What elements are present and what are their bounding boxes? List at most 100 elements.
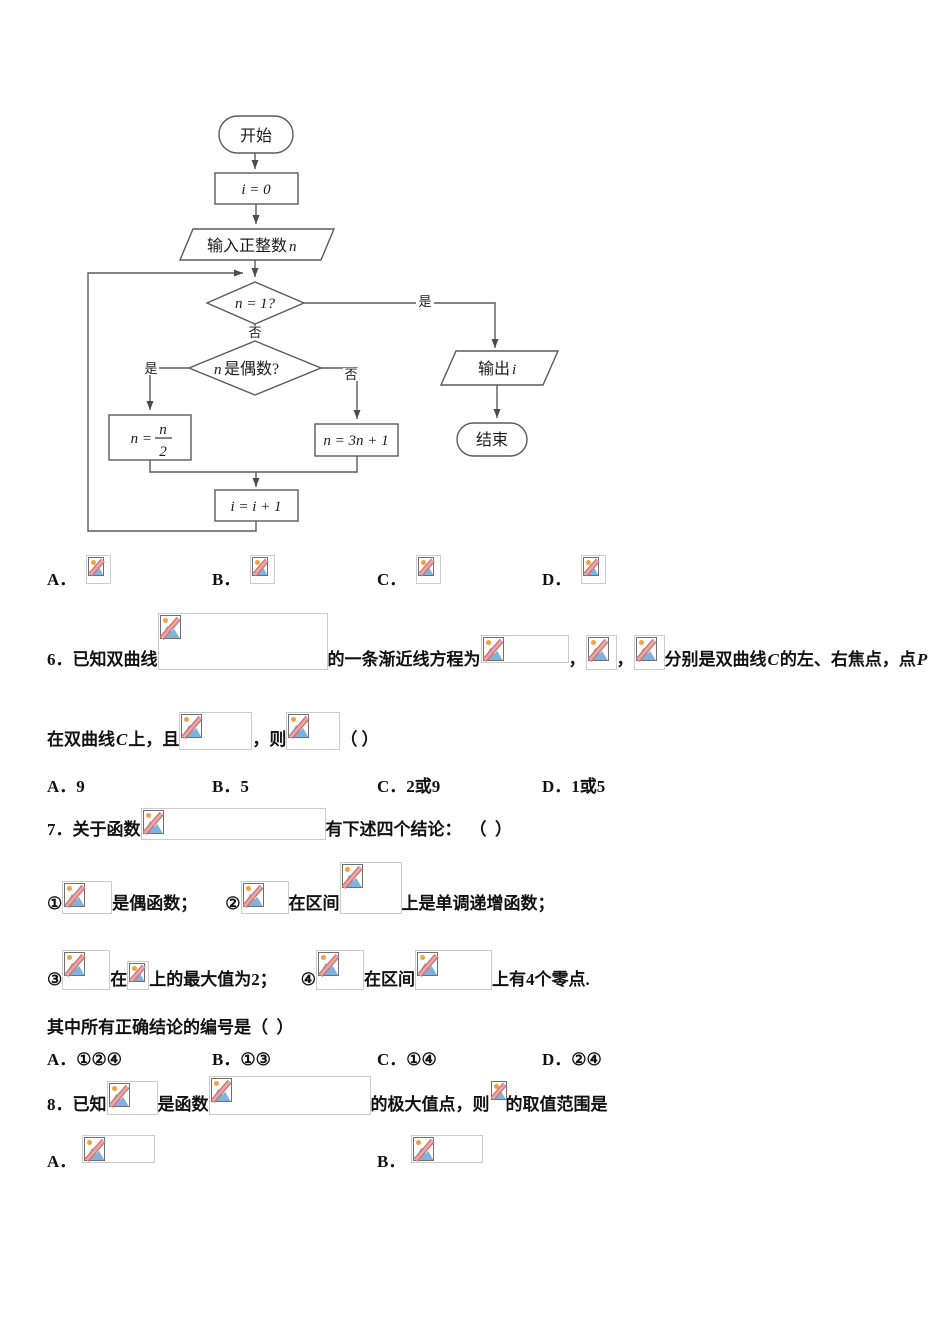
- question-text: 已知双曲线: [72, 649, 158, 669]
- missing-image-placeholder: [316, 950, 364, 990]
- question-7-line-1: 7．关于函数 有下述四个结论： （ ）: [47, 806, 512, 840]
- question-6-options-row: A．9 B．5 C．2或9 D．1或5: [47, 771, 605, 797]
- output-var: i: [512, 362, 516, 378]
- missing-image-placeholder: [415, 950, 492, 990]
- option-d: D．②④: [542, 1049, 602, 1070]
- broken-image-icon: [210, 1078, 232, 1103]
- option-value: 2或9: [406, 776, 441, 796]
- missing-image-placeholder: [140, 808, 326, 840]
- start-terminator: [218, 115, 294, 154]
- question-text: ，则: [252, 729, 287, 749]
- option-value: 1或5: [571, 776, 606, 796]
- math-var-C: C: [116, 729, 128, 749]
- input-parallelogram: [178, 228, 336, 261]
- broken-image-icon: [490, 1081, 507, 1101]
- output-parallelogram: [439, 350, 560, 386]
- start-label: 开始: [240, 127, 272, 145]
- missing-image-placeholder: [157, 613, 328, 670]
- item-1-marker: ①: [47, 893, 63, 913]
- broken-image-icon: [242, 883, 264, 908]
- half-process-box: [108, 414, 192, 461]
- input-label: 输入正整数: [207, 237, 287, 255]
- broken-image-icon: [341, 864, 363, 889]
- option-value: ①②④: [76, 1049, 123, 1069]
- sun-icon: [87, 1140, 93, 1145]
- item-4-text: 在区间: [364, 969, 415, 989]
- sun-icon: [420, 955, 425, 960]
- input-var: n: [289, 239, 297, 255]
- missing-image-placeholder: [250, 555, 276, 584]
- option-d: D．1或5: [542, 776, 605, 797]
- increment-process-box: [214, 489, 299, 522]
- item-1-text: 是偶函数；: [112, 893, 198, 913]
- cond1-no-label: 否: [248, 325, 261, 340]
- sun-icon: [416, 1140, 422, 1145]
- broken-image-icon: [142, 810, 164, 835]
- init-process-box: [214, 172, 299, 205]
- q5-options-row: A． B． C． D．: [47, 555, 607, 590]
- question-8-options-row: A． B．: [47, 1135, 484, 1172]
- option-label: B．: [377, 1151, 406, 1171]
- item-3-text: 在: [110, 969, 128, 989]
- broken-image-icon: [181, 714, 203, 739]
- yes-branch-line: [304, 302, 499, 348]
- option-b: B．: [377, 1135, 484, 1172]
- triple-process-box: [314, 423, 399, 457]
- cond2-var: n: [214, 362, 222, 378]
- math-var-P: P: [916, 649, 928, 669]
- sun-icon: [493, 1084, 499, 1089]
- broken-image-icon: [64, 883, 86, 908]
- question-7-conclusion: 其中所有正确结论的编号是（ ）: [47, 1012, 294, 1038]
- broken-image-icon: [413, 1137, 435, 1162]
- half-lhs: n =: [131, 431, 152, 447]
- missing-image-placeholder: [179, 712, 253, 750]
- item-3-text: 上的最大值为2；: [149, 969, 277, 989]
- option-label: A．: [47, 1151, 77, 1171]
- sun-icon: [344, 867, 350, 872]
- sun-icon: [321, 955, 326, 960]
- answer-parentheses: （ ）: [469, 819, 513, 839]
- sun-icon: [590, 640, 596, 645]
- option-label: D．: [542, 1049, 572, 1069]
- sun-icon: [213, 1081, 219, 1086]
- broken-image-icon: [482, 637, 504, 662]
- sun-icon: [255, 560, 261, 565]
- option-label: A．: [47, 776, 77, 796]
- question-text: 已知: [72, 1094, 107, 1114]
- sun-icon: [421, 560, 427, 565]
- sun-icon: [291, 717, 297, 722]
- option-c: C．: [377, 555, 542, 590]
- option-label: B．: [212, 569, 241, 589]
- missing-image-placeholder: [82, 1135, 156, 1163]
- option-value: ①④: [406, 1049, 437, 1069]
- broken-image-icon: [417, 952, 438, 977]
- missing-image-placeholder: [286, 712, 341, 750]
- question-number: 7．: [47, 819, 73, 839]
- item-2-text: 在区间: [288, 893, 340, 913]
- option-a: A．: [47, 555, 212, 590]
- option-label: C．: [377, 1049, 407, 1069]
- question-8-line-1: 8．已知 是函数 的极大值点，则 的取值范围是: [47, 1076, 608, 1115]
- question-7-items-2: ③ 在 上的最大值为2； ④ 在区间 上有4个零点.: [47, 950, 590, 990]
- question-text: 上，且: [128, 729, 180, 749]
- missing-image-placeholder: [633, 635, 665, 670]
- option-label: A．: [47, 569, 77, 589]
- item-2-text: 上是单调递增函数；: [401, 893, 555, 913]
- math-var-C: C: [767, 649, 779, 669]
- option-c: C．2或9: [377, 776, 542, 797]
- broken-image-icon: [418, 557, 435, 577]
- broken-image-icon: [129, 963, 146, 983]
- sun-icon: [638, 640, 644, 645]
- option-label: A．: [47, 1049, 77, 1069]
- broken-image-icon: [64, 952, 86, 977]
- broken-image-icon: [587, 637, 609, 662]
- algorithm-flowchart: 开始 i = 0 输入正整数 n n = 1? 是 否 n 是偶数? 是 否 n…: [87, 115, 560, 532]
- sun-icon: [67, 955, 73, 960]
- missing-image-placeholder: [106, 1081, 158, 1115]
- decision-n-equals-1: [205, 281, 306, 325]
- option-label: D．: [542, 569, 572, 589]
- missing-image-placeholder: [208, 1076, 371, 1115]
- missing-image-placeholder: [416, 555, 442, 584]
